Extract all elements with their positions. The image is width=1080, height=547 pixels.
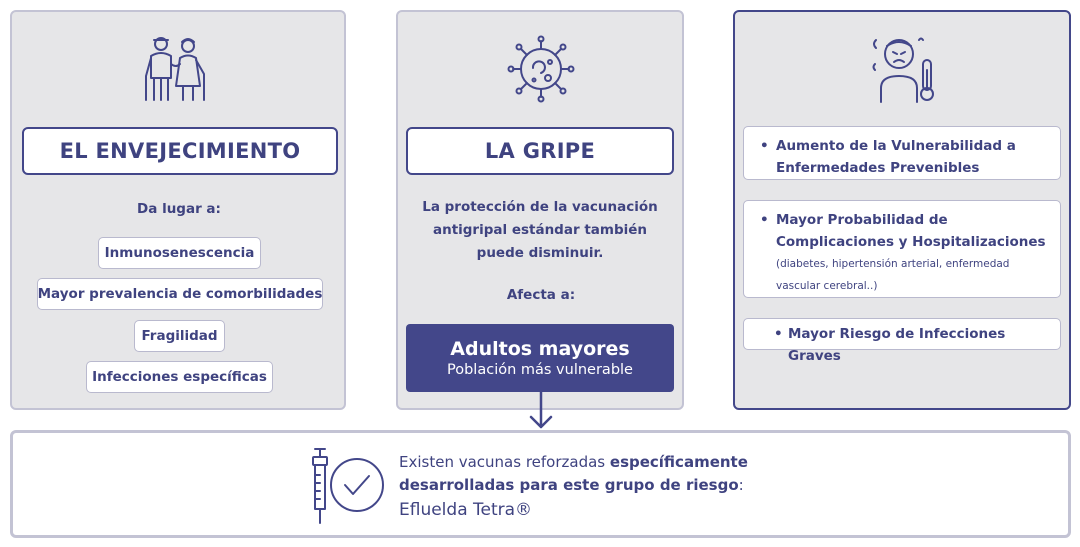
down-arrow-icon bbox=[529, 391, 553, 429]
older-adults-box: Adultos mayores Población más vulnerable bbox=[406, 324, 674, 392]
aging-lead: Da lugar a: bbox=[137, 201, 221, 217]
consequence-item: • Aumento de la Vulnerabilidad a Enferme… bbox=[743, 126, 1061, 180]
consequence-note: (diabetes, hipertensión arterial, enferm… bbox=[776, 258, 1010, 292]
syringe-check-icon bbox=[312, 448, 384, 524]
flu-title: LA GRIPE bbox=[406, 127, 674, 175]
elderly-couple-icon bbox=[145, 37, 205, 101]
consequence-item: • Mayor Probabilidad de Complicaciones y… bbox=[743, 200, 1061, 298]
aging-item: Infecciones específicas bbox=[86, 361, 273, 393]
aging-title: EL ENVEJECIMIENTO bbox=[22, 127, 338, 175]
aging-item: Fragilidad bbox=[134, 320, 225, 352]
vaccine-product: Efluelda Tetra® bbox=[399, 500, 533, 520]
flu-description: La protección de la vacunación antigripa… bbox=[422, 199, 658, 261]
aging-panel: EL ENVEJECIMIENTO Da lugar a: Inmunosene… bbox=[10, 10, 346, 410]
aging-item: Mayor prevalencia de comorbilidades bbox=[37, 278, 323, 310]
consequence-item: • Mayor Riesgo de Infecciones Graves bbox=[743, 318, 1061, 364]
aging-item: Inmunosenescencia bbox=[98, 237, 261, 269]
vaccine-box: Existen vacunas reforzadas específicamen… bbox=[10, 430, 1071, 538]
flu-panel: LA GRIPE La protección de la vacunación … bbox=[396, 10, 684, 410]
highlight-subtitle: Población más vulnerable bbox=[447, 361, 633, 378]
vaccine-text: Existen vacunas reforzadas específicamen… bbox=[399, 453, 748, 494]
virus-icon bbox=[507, 35, 575, 103]
sick-person-thermometer-icon bbox=[872, 37, 934, 103]
flu-affects-label: Afecta a: bbox=[506, 287, 576, 303]
highlight-title: Adultos mayores bbox=[450, 337, 630, 360]
consequences-panel: • Aumento de la Vulnerabilidad a Enferme… bbox=[733, 10, 1071, 410]
